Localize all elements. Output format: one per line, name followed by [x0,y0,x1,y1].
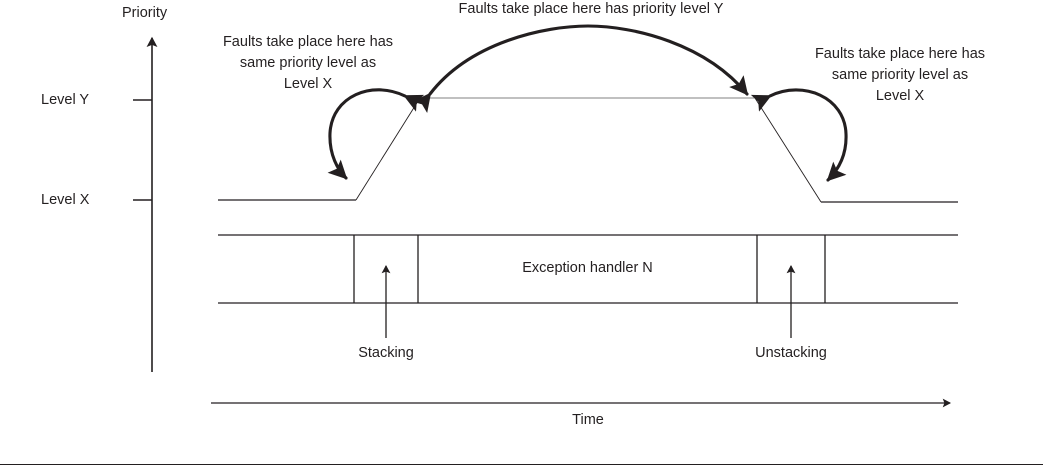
left-fault-note: Faults take place here has same priority… [198,32,418,94]
time-axis-label: Time [572,412,604,428]
left-fault-note-line-2: same priority level as [239,54,377,71]
left-fault-note-line-1: Faults take place here has [222,34,394,50]
exception-handler-label: Exception handler N [522,260,653,276]
priority-trace [218,97,958,203]
stacking-label: Stacking [358,345,414,361]
priority-axis [133,36,158,372]
level-x-label: Level X [41,192,90,208]
trace-rising-edge [355,97,421,201]
right-fault-note-line-2: same priority level as [831,66,969,83]
priority-axis-label: Priority [122,5,168,21]
level-y-label: Level Y [41,92,90,108]
top-arc-path [412,24,749,113]
top-fault-note-line-1: Faults take place here has priority leve… [458,1,724,17]
right-fault-note-line-3: Level X [875,87,925,104]
left-fault-note-line-3: Level X [283,75,333,92]
right-fault-curved-arrow [750,88,848,182]
page-bottom-rule [0,464,1043,465]
timeline-band [218,234,958,304]
left-curve-path [327,88,425,180]
unstacking-label: Unstacking [755,345,827,361]
right-fault-note-line-1: Faults take place here has [814,46,986,62]
right-curve-path [750,88,848,182]
left-fault-curved-arrow [327,88,425,180]
trace-falling-edge [754,97,822,203]
top-fault-double-arrow [412,24,749,113]
right-fault-note: Faults take place here has same priority… [790,44,1010,106]
top-fault-note: Faults take place here has priority leve… [421,0,761,20]
